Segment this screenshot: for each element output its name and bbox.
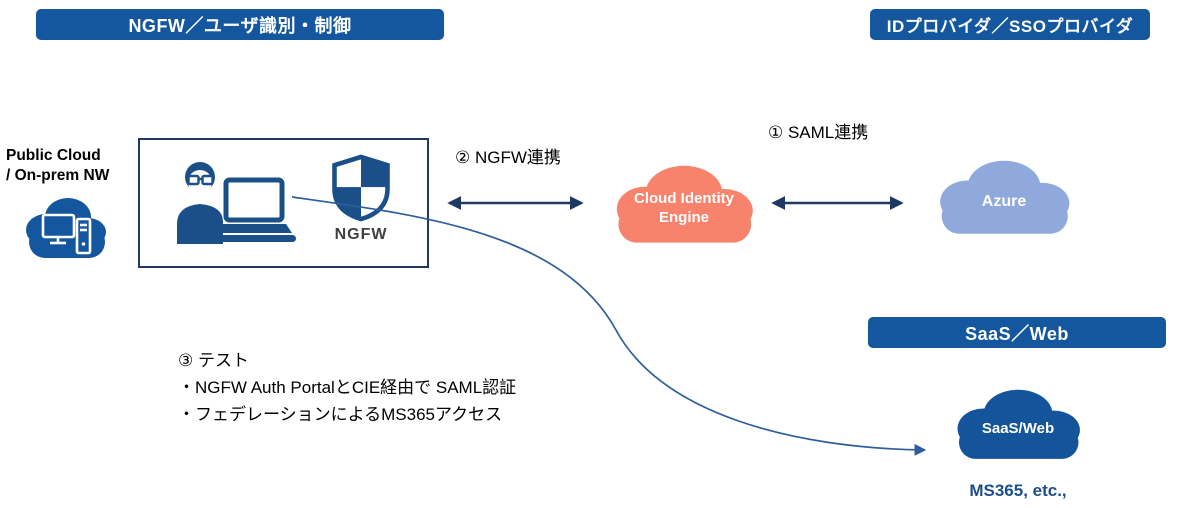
ms365-caption: MS365, etc.,: [969, 481, 1067, 500]
saas-cloud-label: SaaS/Web: [981, 419, 1055, 437]
test-notes-item: ・フェデレーションによるMS365アクセス: [178, 405, 503, 424]
flow-label-saml-federation: ① SAML連携: [768, 123, 869, 142]
shield-icon: [332, 154, 390, 222]
azure-cloud-label: Azure: [981, 193, 1027, 210]
test-notes-item: ・NGFW Auth PortalとCIE経由で SAML認証: [178, 378, 517, 397]
azure-cloud: Azure: [928, 156, 1080, 240]
saas-cloud-icon: [957, 389, 1080, 459]
public-cloud-label-line2: / On-prem NW: [6, 167, 110, 184]
flow-label-ngfw-link: ② NGFW連携: [455, 148, 561, 167]
header-ngfw-user-control: NGFW／ユーザ識別・制御: [36, 9, 444, 40]
saas-web-cloud: SaaS/Web: [946, 384, 1090, 466]
public-cloud-pc-icon: [26, 198, 106, 258]
ngfw-shield-label: NGFW: [334, 226, 388, 243]
public-cloud-onprem-label: Public Cloud / On-prem NW: [6, 146, 140, 186]
ngfw-shield-group: NGFW: [326, 154, 396, 244]
public-cloud-label-line1: Public Cloud: [6, 147, 101, 164]
user-laptop-icon: [177, 162, 296, 244]
header-id-sso-provider: IDプロバイダ／SSOプロバイダ: [870, 9, 1150, 40]
test-notes: ③ テスト ・NGFW Auth PortalとCIE経由で SAML認証 ・フ…: [178, 347, 516, 428]
header-saas-web: SaaS／Web: [868, 317, 1166, 348]
azure-cloud-icon: [940, 160, 1070, 234]
ngfw-box: NGFW: [138, 138, 429, 268]
test-notes-title: ③ テスト: [178, 351, 249, 370]
cie-cloud-label: Cloud Identity Engine: [634, 190, 734, 226]
cloud-identity-engine: Cloud Identity Engine: [600, 161, 768, 249]
